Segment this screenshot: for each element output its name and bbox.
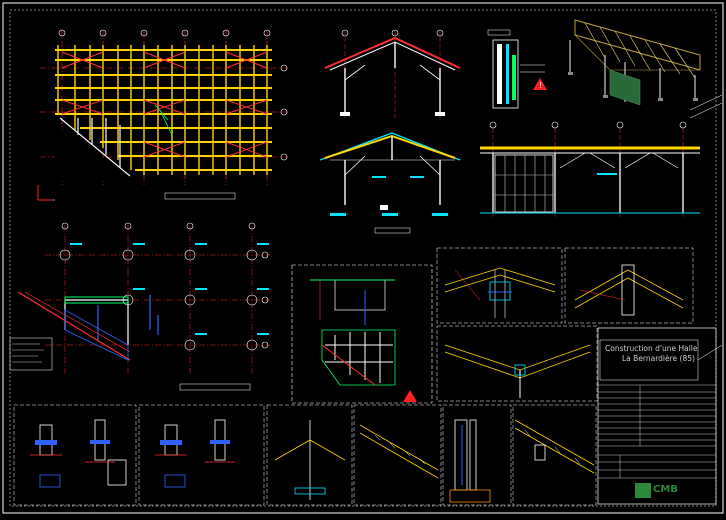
title-block-line1: Construction d'une Halle xyxy=(605,344,698,353)
eave-detail xyxy=(436,325,598,402)
sheet-inner-border xyxy=(9,9,717,507)
roof-framing-plan xyxy=(37,29,290,201)
ridge-detail-left xyxy=(436,247,563,324)
long-side-elevation xyxy=(480,94,723,218)
title-block xyxy=(597,327,723,505)
truss-elevation-middle xyxy=(319,132,461,234)
company-logo-text: CMB xyxy=(653,484,678,495)
bottom-details-row xyxy=(13,404,597,506)
ridge-detail-right xyxy=(564,247,694,324)
wall-section-detail xyxy=(291,264,433,404)
isometric-3d-view xyxy=(568,19,701,106)
foundation-plan xyxy=(9,222,270,391)
sheet-border xyxy=(2,2,724,514)
post-detail-small: ! xyxy=(487,29,547,109)
title-block-line2: La Bernardière (85) xyxy=(622,354,695,363)
truss-elevation-top xyxy=(324,29,461,118)
svg-text:!: ! xyxy=(538,81,543,90)
